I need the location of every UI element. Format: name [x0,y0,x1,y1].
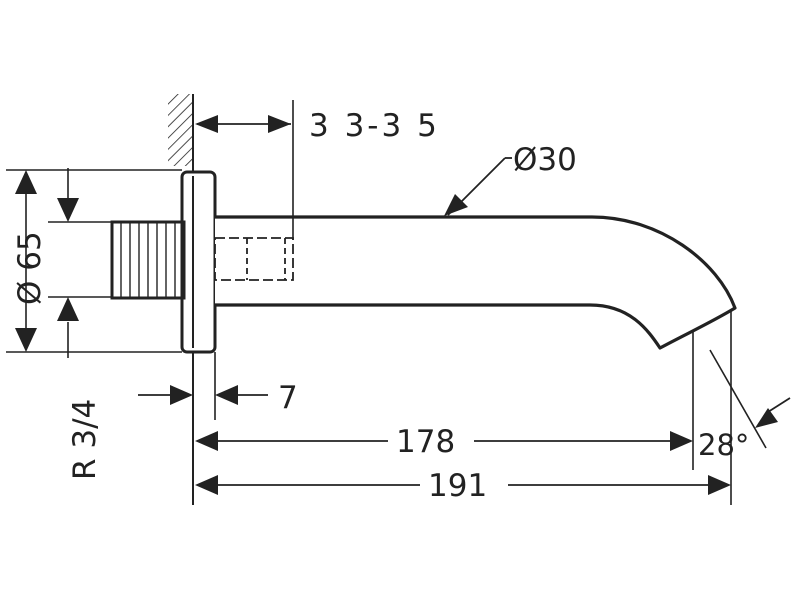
angle-label: 28° [698,428,749,462]
length-total-label: 191 [428,468,487,504]
rosette [180,170,217,354]
spout-diameter-label: Ø30 [513,142,577,178]
extension-lines-right [692,310,732,505]
rosette-thickness-label: 7 [278,380,298,416]
dimension-thread: R 3/4 [57,168,103,480]
extension-lines-left [6,169,182,353]
wall-clearance-label: 3 3-3 5 [309,108,440,144]
dimension-spout-diameter: Ø30 [444,142,577,216]
dimension-wall-clearance: 3 3-3 5 [195,100,440,240]
rosette-diameter-label: Ø 65 [12,231,48,305]
spout [214,215,737,350]
threaded-connector [110,220,186,300]
length-inner-label: 178 [396,424,455,460]
dimension-angle: 28° [698,349,791,462]
dimension-rosette-thickness: 7 [138,352,298,420]
dimension-length-inner: 178 [195,424,693,460]
dimension-length-total: 191 [195,468,731,504]
dimension-rosette-diameter: Ø 65 [12,170,48,352]
thread-label: R 3/4 [67,399,103,480]
